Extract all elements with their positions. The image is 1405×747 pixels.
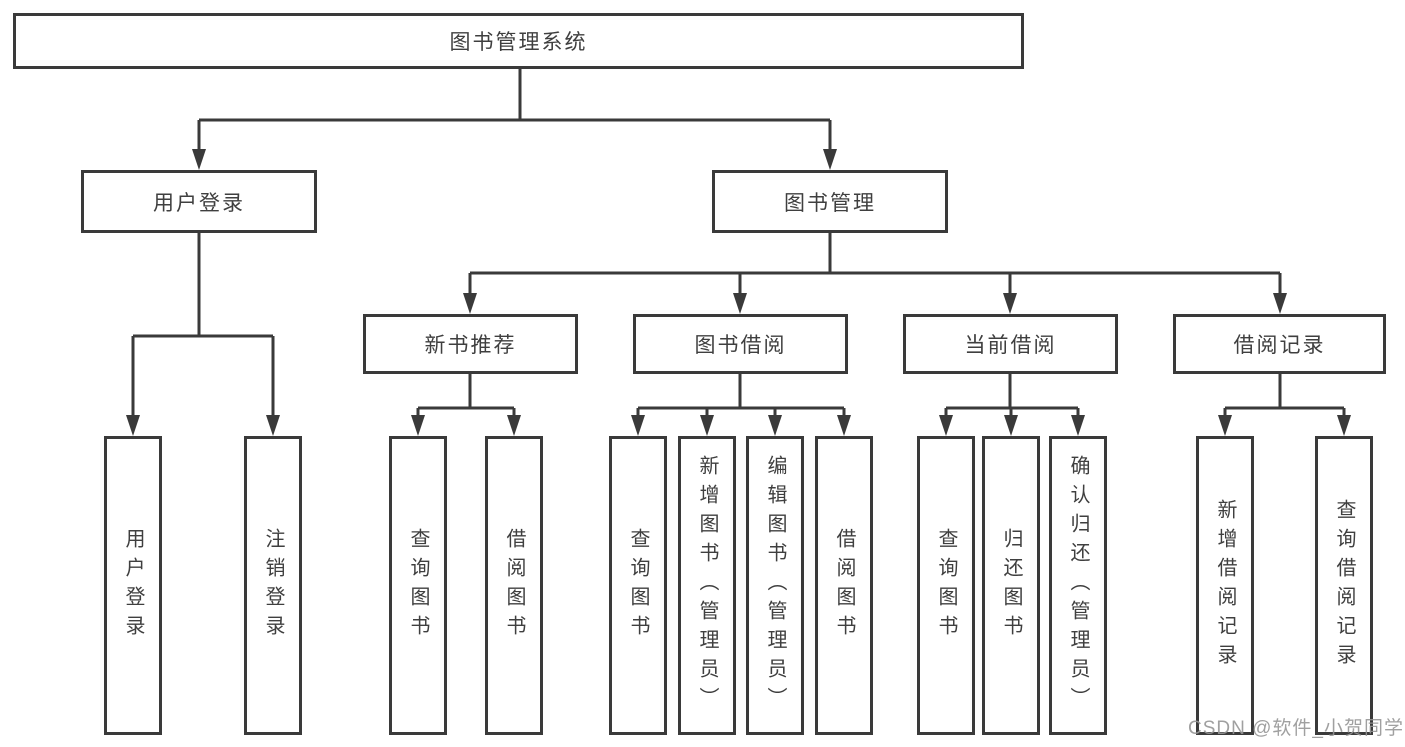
csdn-watermark: CSDN @软件_小贺同学 <box>1188 718 1404 739</box>
node-leaf-add-books-admin: 新增图书（管理员） <box>678 436 736 735</box>
node-borrowing-records: 借阅记录 <box>1173 314 1386 374</box>
node-book-management: 图书管理 <box>712 170 948 233</box>
node-leaf-return-books: 归还图书 <box>982 436 1040 735</box>
node-library-management-system: 图书管理系统 <box>13 13 1024 69</box>
node-user-login: 用户登录 <box>81 170 317 233</box>
node-label: 查询借阅记录 <box>1333 498 1355 673</box>
node-label: 用户登录 <box>153 191 245 215</box>
node-leaf-borrow-books: 借阅图书 <box>815 436 873 735</box>
node-leaf-borrow-books: 借阅图书 <box>485 436 543 735</box>
node-label: 图书管理系统 <box>449 31 588 54</box>
node-leaf-query-borrow-record: 查询借阅记录 <box>1315 436 1373 735</box>
node-label: 图书管理 <box>784 191 876 215</box>
node-label: 借阅图书 <box>503 527 525 644</box>
node-label: 图书借阅 <box>694 334 787 357</box>
node-leaf-add-borrow-record: 新增借阅记录 <box>1196 436 1254 735</box>
node-label: 注销登录 <box>262 527 284 644</box>
node-leaf-user-login: 用户登录 <box>104 436 162 735</box>
node-current-borrowing: 当前借阅 <box>903 314 1118 374</box>
node-label: 确认归还（管理员） <box>1067 455 1089 716</box>
node-leaf-logout: 注销登录 <box>244 436 302 735</box>
node-leaf-query-books: 查询图书 <box>609 436 667 735</box>
node-book-borrowing: 图书借阅 <box>633 314 848 374</box>
node-leaf-query-books: 查询图书 <box>917 436 975 735</box>
node-label: 新书推荐 <box>424 334 517 357</box>
node-leaf-edit-books-admin: 编辑图书（管理员） <box>746 436 804 735</box>
node-label: 当前借阅 <box>964 334 1057 357</box>
node-label: 查询图书 <box>407 527 429 644</box>
node-label: 新增借阅记录 <box>1214 498 1236 673</box>
node-leaf-confirm-return-admin: 确认归还（管理员） <box>1049 436 1107 735</box>
node-label: 查询图书 <box>935 527 957 644</box>
node-leaf-query-books: 查询图书 <box>389 436 447 735</box>
node-label: 新增图书（管理员） <box>696 455 718 716</box>
node-new-book-recommendation: 新书推荐 <box>363 314 578 374</box>
node-label: 查询图书 <box>627 527 649 644</box>
node-label: 借阅记录 <box>1233 334 1326 357</box>
node-label: 归还图书 <box>1000 527 1022 644</box>
node-label: 用户登录 <box>122 527 144 644</box>
node-label: 借阅图书 <box>833 527 855 644</box>
arrowheads <box>126 149 1351 436</box>
node-label: 编辑图书（管理员） <box>764 455 786 716</box>
